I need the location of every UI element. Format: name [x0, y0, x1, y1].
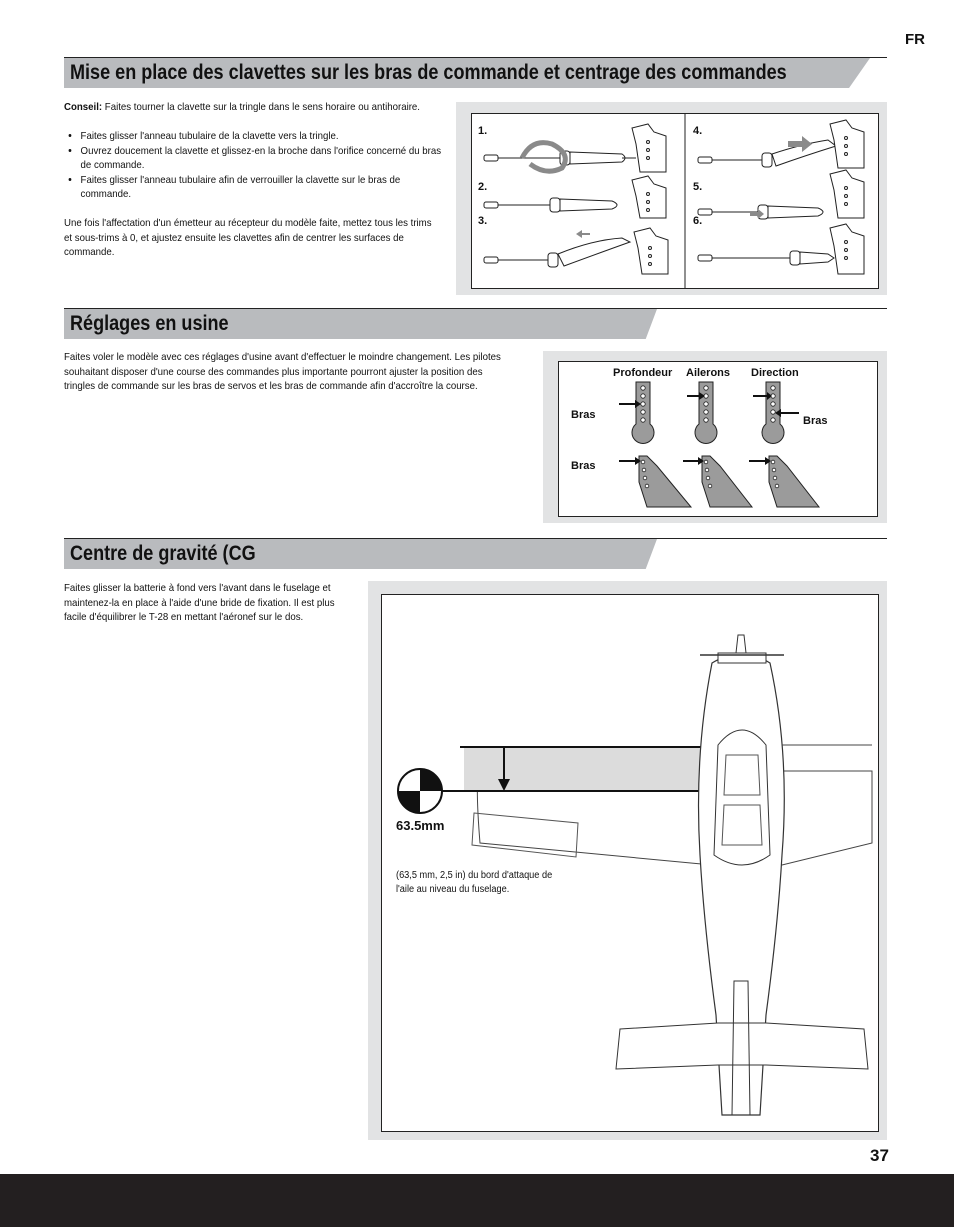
- footer-bar: [0, 1174, 954, 1227]
- step-label: 4.: [693, 125, 703, 137]
- list-item: Ouvrez doucement la clavette et glissez-…: [81, 144, 442, 173]
- section-rule: [64, 57, 887, 58]
- cg-figure: 63.5mm (63,5 mm, 2,5 in) du bord d'attaq…: [381, 594, 879, 1132]
- page-number: 37: [870, 1146, 889, 1165]
- settings-figure: Profondeur Ailerons Direction Bras Bras …: [558, 361, 878, 517]
- section-rule: [64, 308, 887, 309]
- section-banner: Réglages en usine: [64, 309, 657, 339]
- cg-measurement: 63.5mm: [396, 818, 445, 833]
- bullet-list: Faites glisser l'anneau tubulaire de la …: [64, 129, 442, 202]
- bras-label: Bras: [571, 409, 596, 421]
- cg-paragraph: Faites glisser la batterie à fond vers l…: [64, 582, 335, 623]
- column-label: Profondeur: [613, 367, 673, 379]
- section-title-factory-settings: Réglages en usine: [70, 312, 229, 335]
- clevis-figure-panel: 1. 2. 3. 4. 5. 6.: [456, 102, 887, 295]
- section-banner: Centre de gravité (CG: [64, 539, 657, 569]
- airplane-illustration: [397, 634, 873, 1116]
- settings-figure-panel: Profondeur Ailerons Direction Bras Bras …: [543, 351, 887, 523]
- column-label: Direction: [751, 367, 799, 379]
- factory-paragraph: Faites voler le modèle avec ces réglages…: [64, 351, 501, 392]
- step-label: 2.: [478, 181, 488, 193]
- language-tag: FR: [905, 31, 925, 48]
- cg-note: (63,5 mm, 2,5 in) du bord d'attaque de l…: [396, 870, 553, 895]
- step-label: 5.: [693, 181, 703, 193]
- tip-text: Faites tourner la clavette sur la tringl…: [102, 101, 420, 113]
- clevis-illustration: [483, 114, 865, 288]
- section-title-cg: Centre de gravité (CG: [70, 542, 256, 565]
- section-rule: [64, 538, 887, 539]
- bras-label: Bras: [571, 460, 596, 472]
- list-item: Faites glisser l'anneau tubulaire afin d…: [81, 173, 442, 202]
- settings-illustration: [619, 381, 821, 508]
- section-title-clevises: Mise en place des clavettes sur les bras…: [70, 61, 787, 84]
- column-label: Ailerons: [686, 367, 731, 379]
- cg-figure-panel: 63.5mm (63,5 mm, 2,5 in) du bord d'attaq…: [368, 581, 887, 1140]
- tip-paragraph: Conseil: Faites tourner la clavette sur …: [64, 100, 441, 115]
- tip-label: Conseil:: [64, 101, 103, 113]
- clevis-figure: 1. 2. 3. 4. 5. 6.: [471, 113, 879, 289]
- list-item: Faites glisser l'anneau tubulaire de la …: [81, 129, 442, 144]
- step-label: 3.: [478, 215, 488, 227]
- section-banner: Mise en place des clavettes sur les bras…: [64, 58, 870, 88]
- step-label: 6.: [693, 215, 703, 227]
- step-label: 1.: [478, 125, 488, 137]
- centering-paragraph: Une fois l'affectation d'un émetteur au …: [64, 217, 432, 258]
- bras-label: Bras: [803, 415, 828, 427]
